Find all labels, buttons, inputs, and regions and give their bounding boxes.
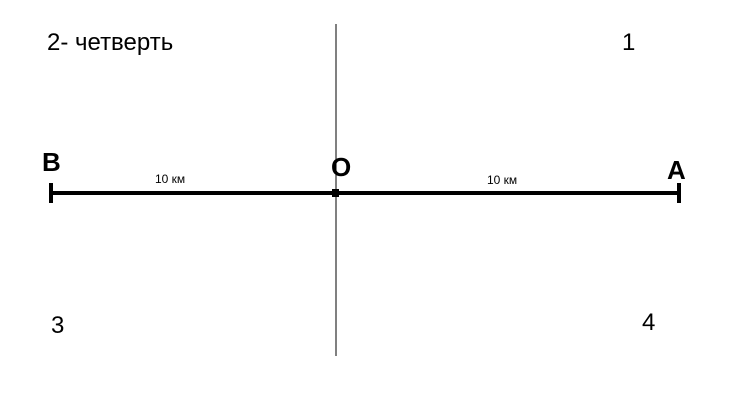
quadrant-3-label: 3 [51, 312, 65, 339]
quadrant-4-label: 4 [642, 309, 656, 336]
distance-label-bo: 10 км [155, 172, 186, 186]
distance-label-oa: 10 км [487, 173, 518, 187]
quadrant-2-label: 2- четверть [47, 29, 174, 56]
point-b-label: B [42, 147, 61, 177]
quadrant-1-label: 1 [622, 29, 636, 56]
point-o-label: O [331, 152, 352, 182]
origin-marker [332, 189, 339, 197]
point-a-label: A [667, 155, 686, 185]
